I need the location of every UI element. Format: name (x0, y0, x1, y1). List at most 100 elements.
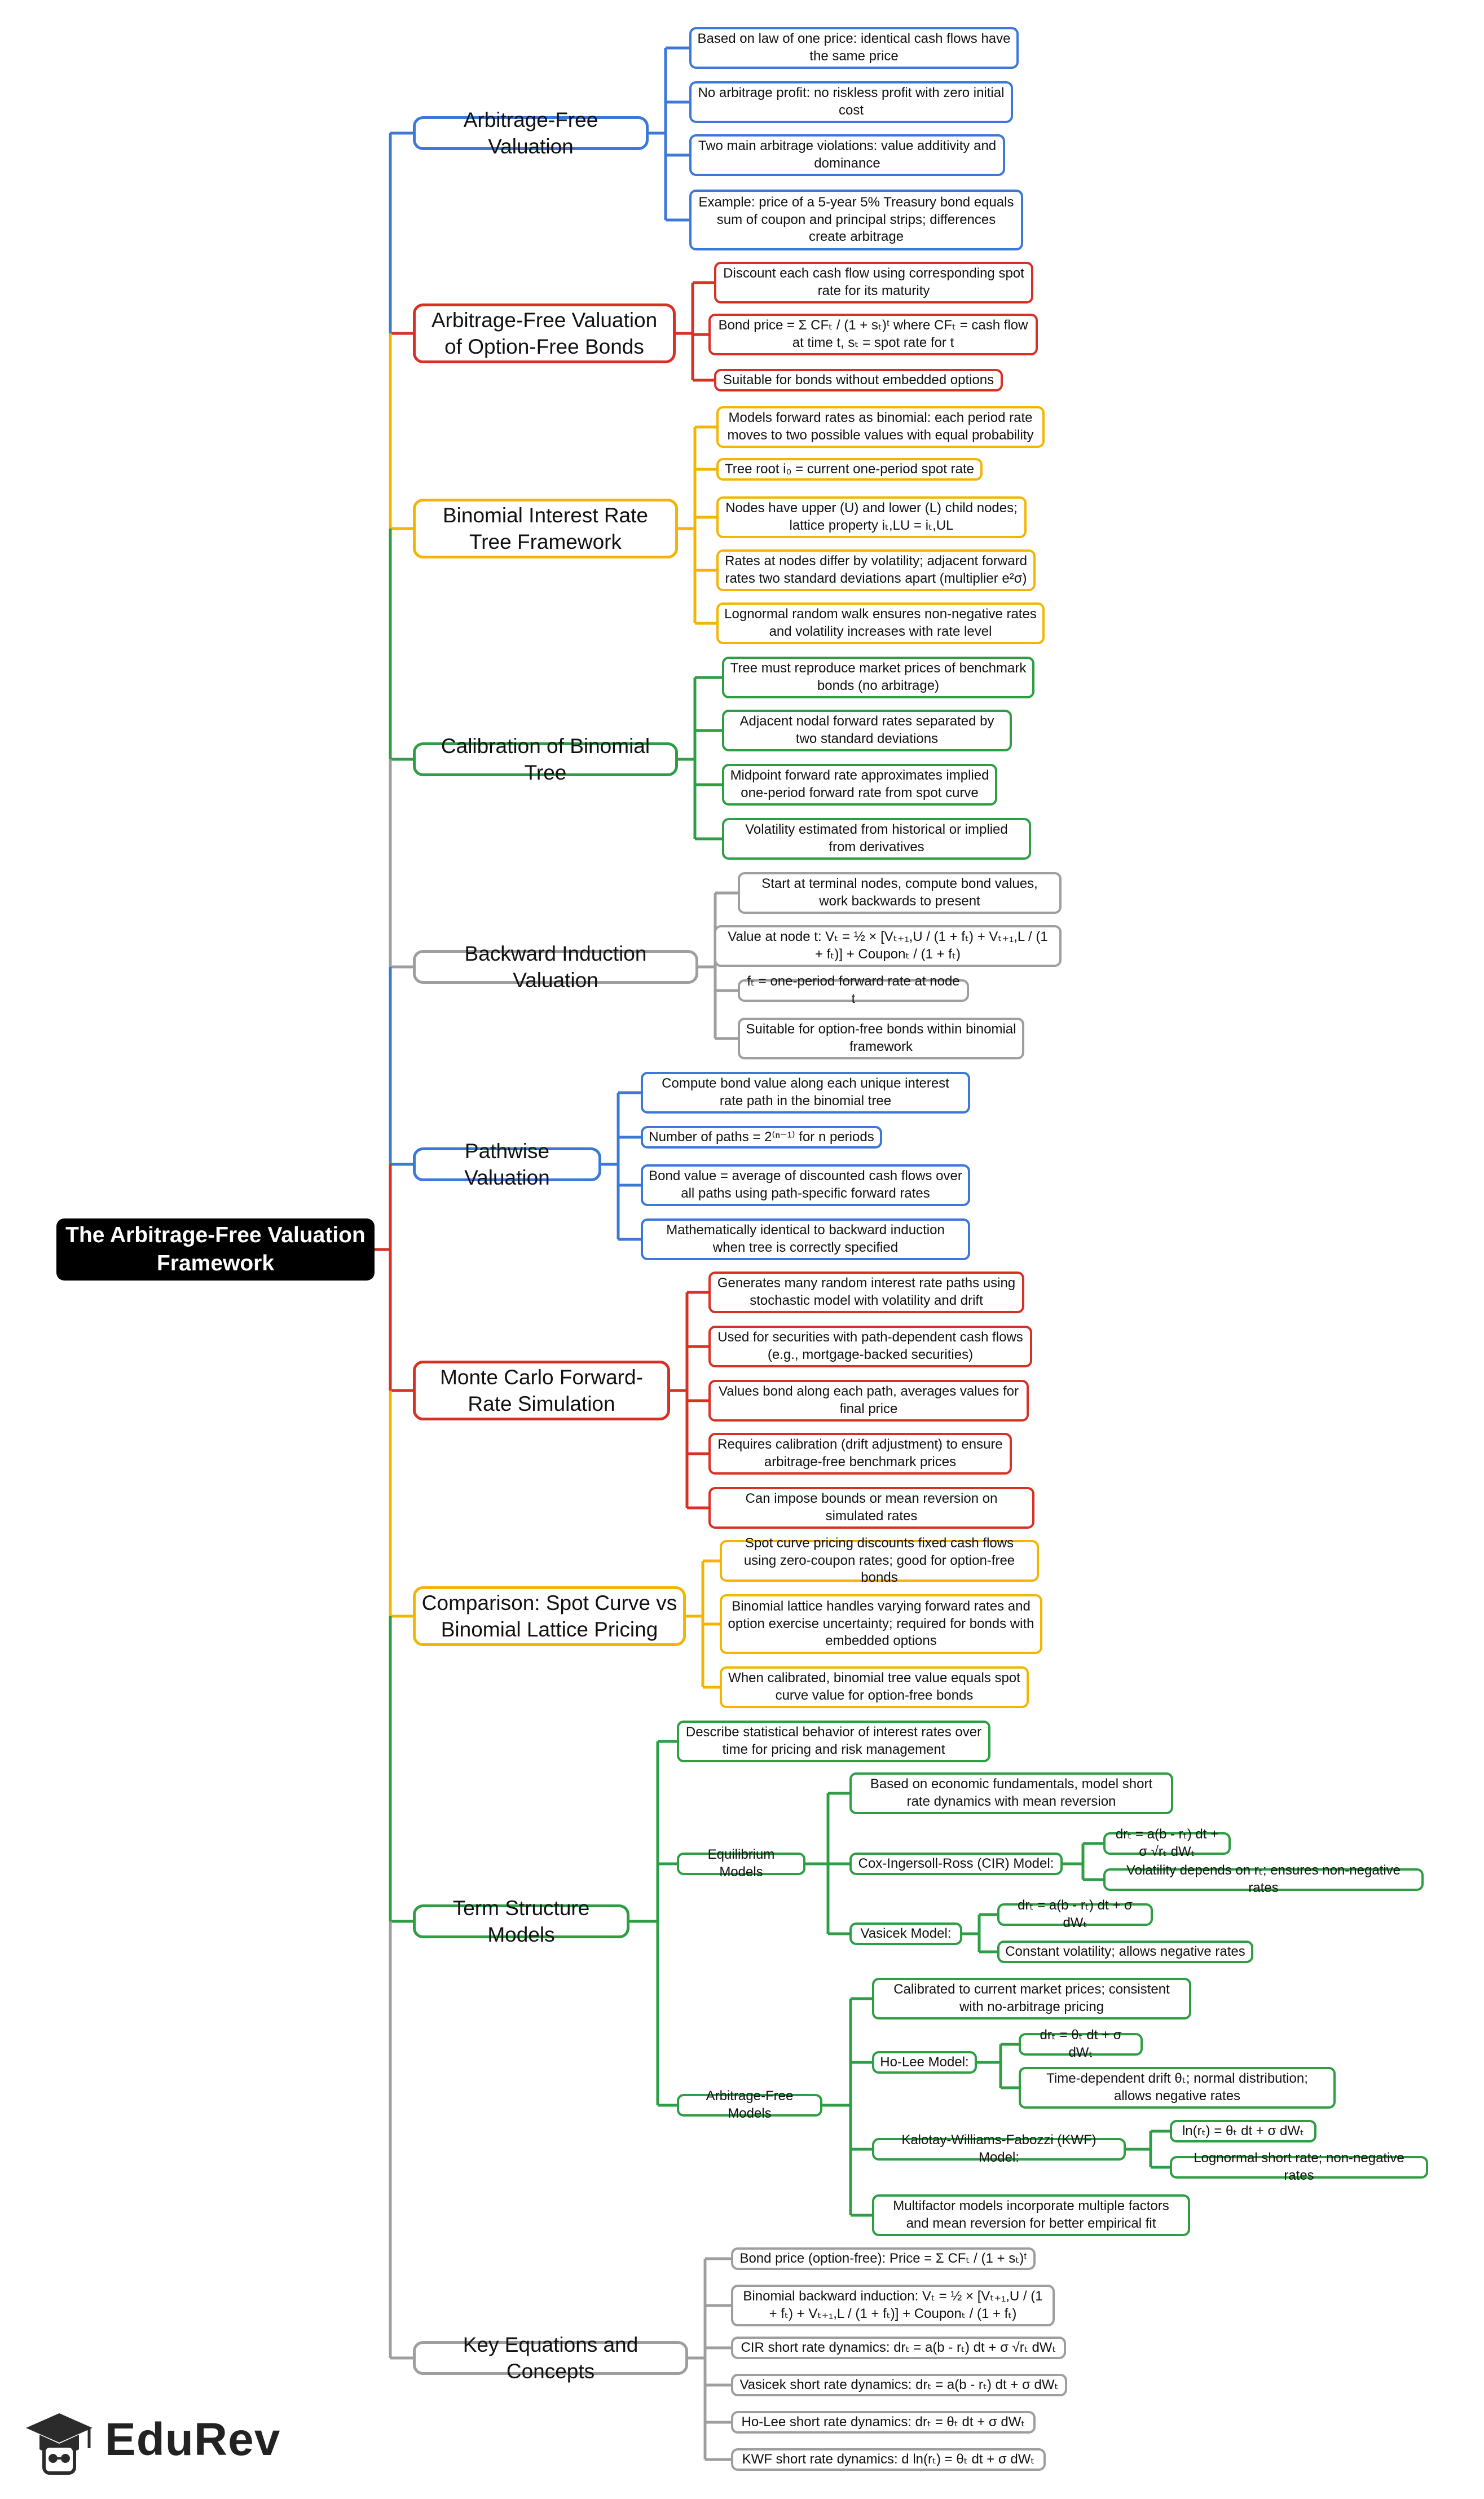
topic-9-detail-4: Ho-Lee short rate dynamics: drₜ = θₜ dt … (731, 2411, 1036, 2434)
graduation-cap-icon (26, 2413, 93, 2475)
topic-0-detail-2: Two main arbitrage violations: value add… (689, 134, 1005, 176)
topic-6-detail-2: Values bond along each path, averages va… (708, 1380, 1029, 1422)
root-node: The Arbitrage-Free Valuation Framework (56, 1218, 375, 1281)
topic-9-detail-1: Binomial backward induction: Vₜ = ½ × [V… (731, 2285, 1055, 2326)
topic-6-detail-4-text: Can impose bounds or mean reversion on s… (745, 1491, 998, 1524)
topic-6: Monte Carlo Forward-Rate Simulation (413, 1361, 670, 1420)
topic-6-detail-0: Generates many random interest rate path… (708, 1272, 1024, 1313)
topic-4-detail-3: Suitable for option-free bonds within bi… (738, 1018, 1024, 1059)
kwf-model-text: Kalotay-Williams-Fabozzi (KWF) Model: (901, 2132, 1097, 2165)
topic-9-detail-2: CIR short rate dynamics: drₜ = a(b - rₜ)… (731, 2337, 1066, 2359)
cir-note: Volatility depends on rₜ; ensures non-ne… (1103, 1863, 1424, 1895)
topic-7-detail-2-text: When calibrated, binomial tree value equ… (728, 1670, 1020, 1703)
topic-0-detail-1: No arbitrage profit: no riskless profit … (689, 81, 1013, 123)
ts-equilibrium-models: Equilibrium Models (677, 1847, 805, 1880)
topic-4-detail-2-text: fₜ = one-period forward rate at node t (747, 974, 960, 1006)
vasicek-model-text: Vasicek Model: (860, 1925, 952, 1941)
topic-2-detail-0: Models forward rates as binomial: each p… (716, 406, 1045, 448)
ts-arbitrage-free-models-text: Arbitrage-Free Models (706, 2088, 794, 2121)
topic-3-detail-3-text: Volatility estimated from historical or … (745, 822, 1008, 855)
topic-0-detail-1-text: No arbitrage profit: no riskless profit … (698, 85, 1005, 118)
ts-describe-text: Describe statistical behavior of interes… (685, 1724, 982, 1757)
cir-equation-text: drₜ = a(b - rₜ) dt + σ √rₜ dWₜ (1115, 1827, 1219, 1859)
topic-6-text: Monte Carlo Forward-Rate Simulation (440, 1365, 643, 1415)
topic-1-detail-0-text: Discount each cash flow using correspond… (723, 266, 1024, 298)
topic-6-detail-3: Requires calibration (drift adjustment) … (708, 1433, 1012, 1475)
topic-7-detail-1-text: Binomial lattice handles varying forward… (728, 1598, 1034, 1649)
ho-lee-note: Time-dependent drift θₜ; normal distribu… (1019, 2067, 1336, 2109)
topic-5-detail-1-text: Number of paths = 2⁽ⁿ⁻¹⁾ for n periods (649, 1129, 874, 1145)
topic-5-text: Pathwise Valuation (464, 1139, 550, 1189)
topic-7-detail-1: Binomial lattice handles varying forward… (720, 1594, 1042, 1654)
topic-1-detail-2-text: Suitable for bonds without embedded opti… (723, 372, 994, 388)
topic-6-detail-1: Used for securities with path-dependent … (708, 1326, 1032, 1367)
af-desc-text: Calibrated to current market prices; con… (893, 1982, 1170, 2014)
topic-4-detail-2: fₜ = one-period forward rate at node t (738, 974, 969, 1006)
kwf-model: Kalotay-Williams-Fabozzi (KWF) Model: (872, 2132, 1126, 2165)
ho-lee-model-text: Ho-Lee Model: (880, 2054, 969, 2070)
topic-9: Key Equations and Concepts (413, 2333, 688, 2383)
topic-5-detail-3: Mathematically identical to backward ind… (641, 1218, 970, 1260)
topic-3-detail-0-text: Tree must reproduce market prices of ben… (730, 661, 1027, 693)
topic-7-text: Comparison: Spot Curve vs Binomial Latti… (421, 1591, 677, 1641)
topic-4-detail-0: Start at terminal nodes, compute bond va… (738, 872, 1062, 914)
vasicek-note-text: Constant volatility; allows negative rat… (1005, 1943, 1245, 1959)
vasicek-note: Constant volatility; allows negative rat… (997, 1941, 1253, 1963)
multifactor-note: Multifactor models incorporate multiple … (872, 2194, 1190, 2236)
topic-5-detail-1: Number of paths = 2⁽ⁿ⁻¹⁾ for n periods (641, 1126, 882, 1149)
brand-logo: EduRev (23, 2400, 293, 2479)
topic-9-detail-1-text: Binomial backward induction: Vₜ = ½ × [V… (743, 2289, 1043, 2321)
topic-3-detail-1-text: Adjacent nodal forward rates separated b… (739, 714, 994, 746)
vasicek-equation: drₜ = a(b - rₜ) dt + σ dWₜ (997, 1898, 1153, 1930)
topic-2-detail-4-text: Lognormal random walk ensures non-negati… (724, 606, 1037, 639)
root-title: The Arbitrage-Free Valuation Framework (65, 1223, 366, 1275)
topic-8: Term Structure Models (413, 1897, 629, 1946)
topic-2: Binomial Interest Rate Tree Framework (413, 499, 678, 558)
topic-9-detail-0-text: Bond price (option-free): Price = Σ CFₜ … (739, 2250, 1027, 2266)
topic-1-detail-2: Suitable for bonds without embedded opti… (714, 369, 1003, 391)
topic-0: Arbitrage-Free Valuation (413, 108, 649, 158)
cir-model: Cox-Ingersoll-Ross (CIR) Model: (849, 1853, 1063, 1875)
kwf-note: Lognormal short rate; non-negative rates (1170, 2150, 1428, 2183)
topic-5: Pathwise Valuation (413, 1139, 601, 1189)
topic-4-detail-0-text: Start at terminal nodes, compute bond va… (761, 876, 1038, 909)
multifactor-note-text: Multifactor models incorporate multiple … (893, 2198, 1169, 2231)
vasicek-equation-text: drₜ = a(b - rₜ) dt + σ dWₜ (1018, 1898, 1133, 1930)
topic-3-detail-2: Midpoint forward rate approximates impli… (722, 764, 997, 806)
topic-3-detail-3: Volatility estimated from historical or … (722, 818, 1031, 860)
topic-9-detail-5-text: KWF short rate dynamics: d ln(rₜ) = θₜ d… (742, 2451, 1035, 2467)
topic-2-detail-2: Nodes have upper (U) and lower (L) child… (716, 496, 1027, 538)
topic-2-detail-1: Tree root i₀ = current one-period spot r… (716, 458, 983, 481)
topic-7-detail-2: When calibrated, binomial tree value equ… (720, 1666, 1029, 1708)
brand-name: EduRev (105, 2414, 281, 2465)
topic-1-detail-1: Bond price = Σ CFₜ / (1 + sₜ)ᵗ where CFₜ… (708, 314, 1038, 355)
cir-note-text: Volatility depends on rₜ; ensures non-ne… (1126, 1863, 1401, 1895)
eq-desc-text: Based on economic fundamentals, model sh… (870, 1776, 1153, 1809)
topic-5-detail-0: Compute bond value along each unique int… (641, 1072, 970, 1114)
topic-5-detail-2-text: Bond value = average of discounted cash … (649, 1168, 962, 1201)
topic-9-detail-2-text: CIR short rate dynamics: drₜ = a(b - rₜ)… (741, 2339, 1056, 2355)
topic-9-detail-3: Vasicek short rate dynamics: drₜ = a(b -… (731, 2374, 1067, 2396)
topic-0-detail-3: Example: price of a 5-year 5% Treasury b… (689, 190, 1023, 250)
topic-3-detail-2-text: Midpoint forward rate approximates impli… (730, 768, 989, 800)
topic-6-detail-3-text: Requires calibration (drift adjustment) … (717, 1437, 1003, 1470)
cir-model-text: Cox-Ingersoll-Ross (CIR) Model: (858, 1855, 1054, 1871)
topic-9-detail-3-text: Vasicek short rate dynamics: drₜ = a(b -… (739, 2377, 1059, 2392)
topic-3: Calibration of Binomial Tree (413, 734, 678, 784)
vasicek-model: Vasicek Model: (849, 1922, 962, 1945)
topic-0-detail-2-text: Two main arbitrage violations: value add… (698, 138, 997, 171)
ho-lee-equation: drₜ = θₜ dt + σ dWₜ (1019, 2027, 1143, 2060)
topic-8-text: Term Structure Models (452, 1896, 590, 1946)
ho-lee-model: Ho-Lee Model: (872, 2051, 977, 2074)
cir-equation: drₜ = a(b - rₜ) dt + σ √rₜ dWₜ (1103, 1827, 1231, 1859)
topic-1-detail-0: Discount each cash flow using correspond… (714, 262, 1033, 303)
topic-6-detail-1-text: Used for securities with path-dependent … (717, 1330, 1023, 1362)
topic-9-detail-4-text: Ho-Lee short rate dynamics: drₜ = θₜ dt … (741, 2414, 1025, 2430)
eq-desc: Based on economic fundamentals, model sh… (849, 1772, 1173, 1814)
topic-5-detail-3-text: Mathematically identical to backward ind… (666, 1222, 945, 1255)
topic-2-text: Binomial Interest Rate Tree Framework (442, 503, 648, 553)
ts-arbitrage-free-models: Arbitrage-Free Models (677, 2088, 822, 2121)
topic-3-detail-0: Tree must reproduce market prices of ben… (722, 657, 1034, 698)
